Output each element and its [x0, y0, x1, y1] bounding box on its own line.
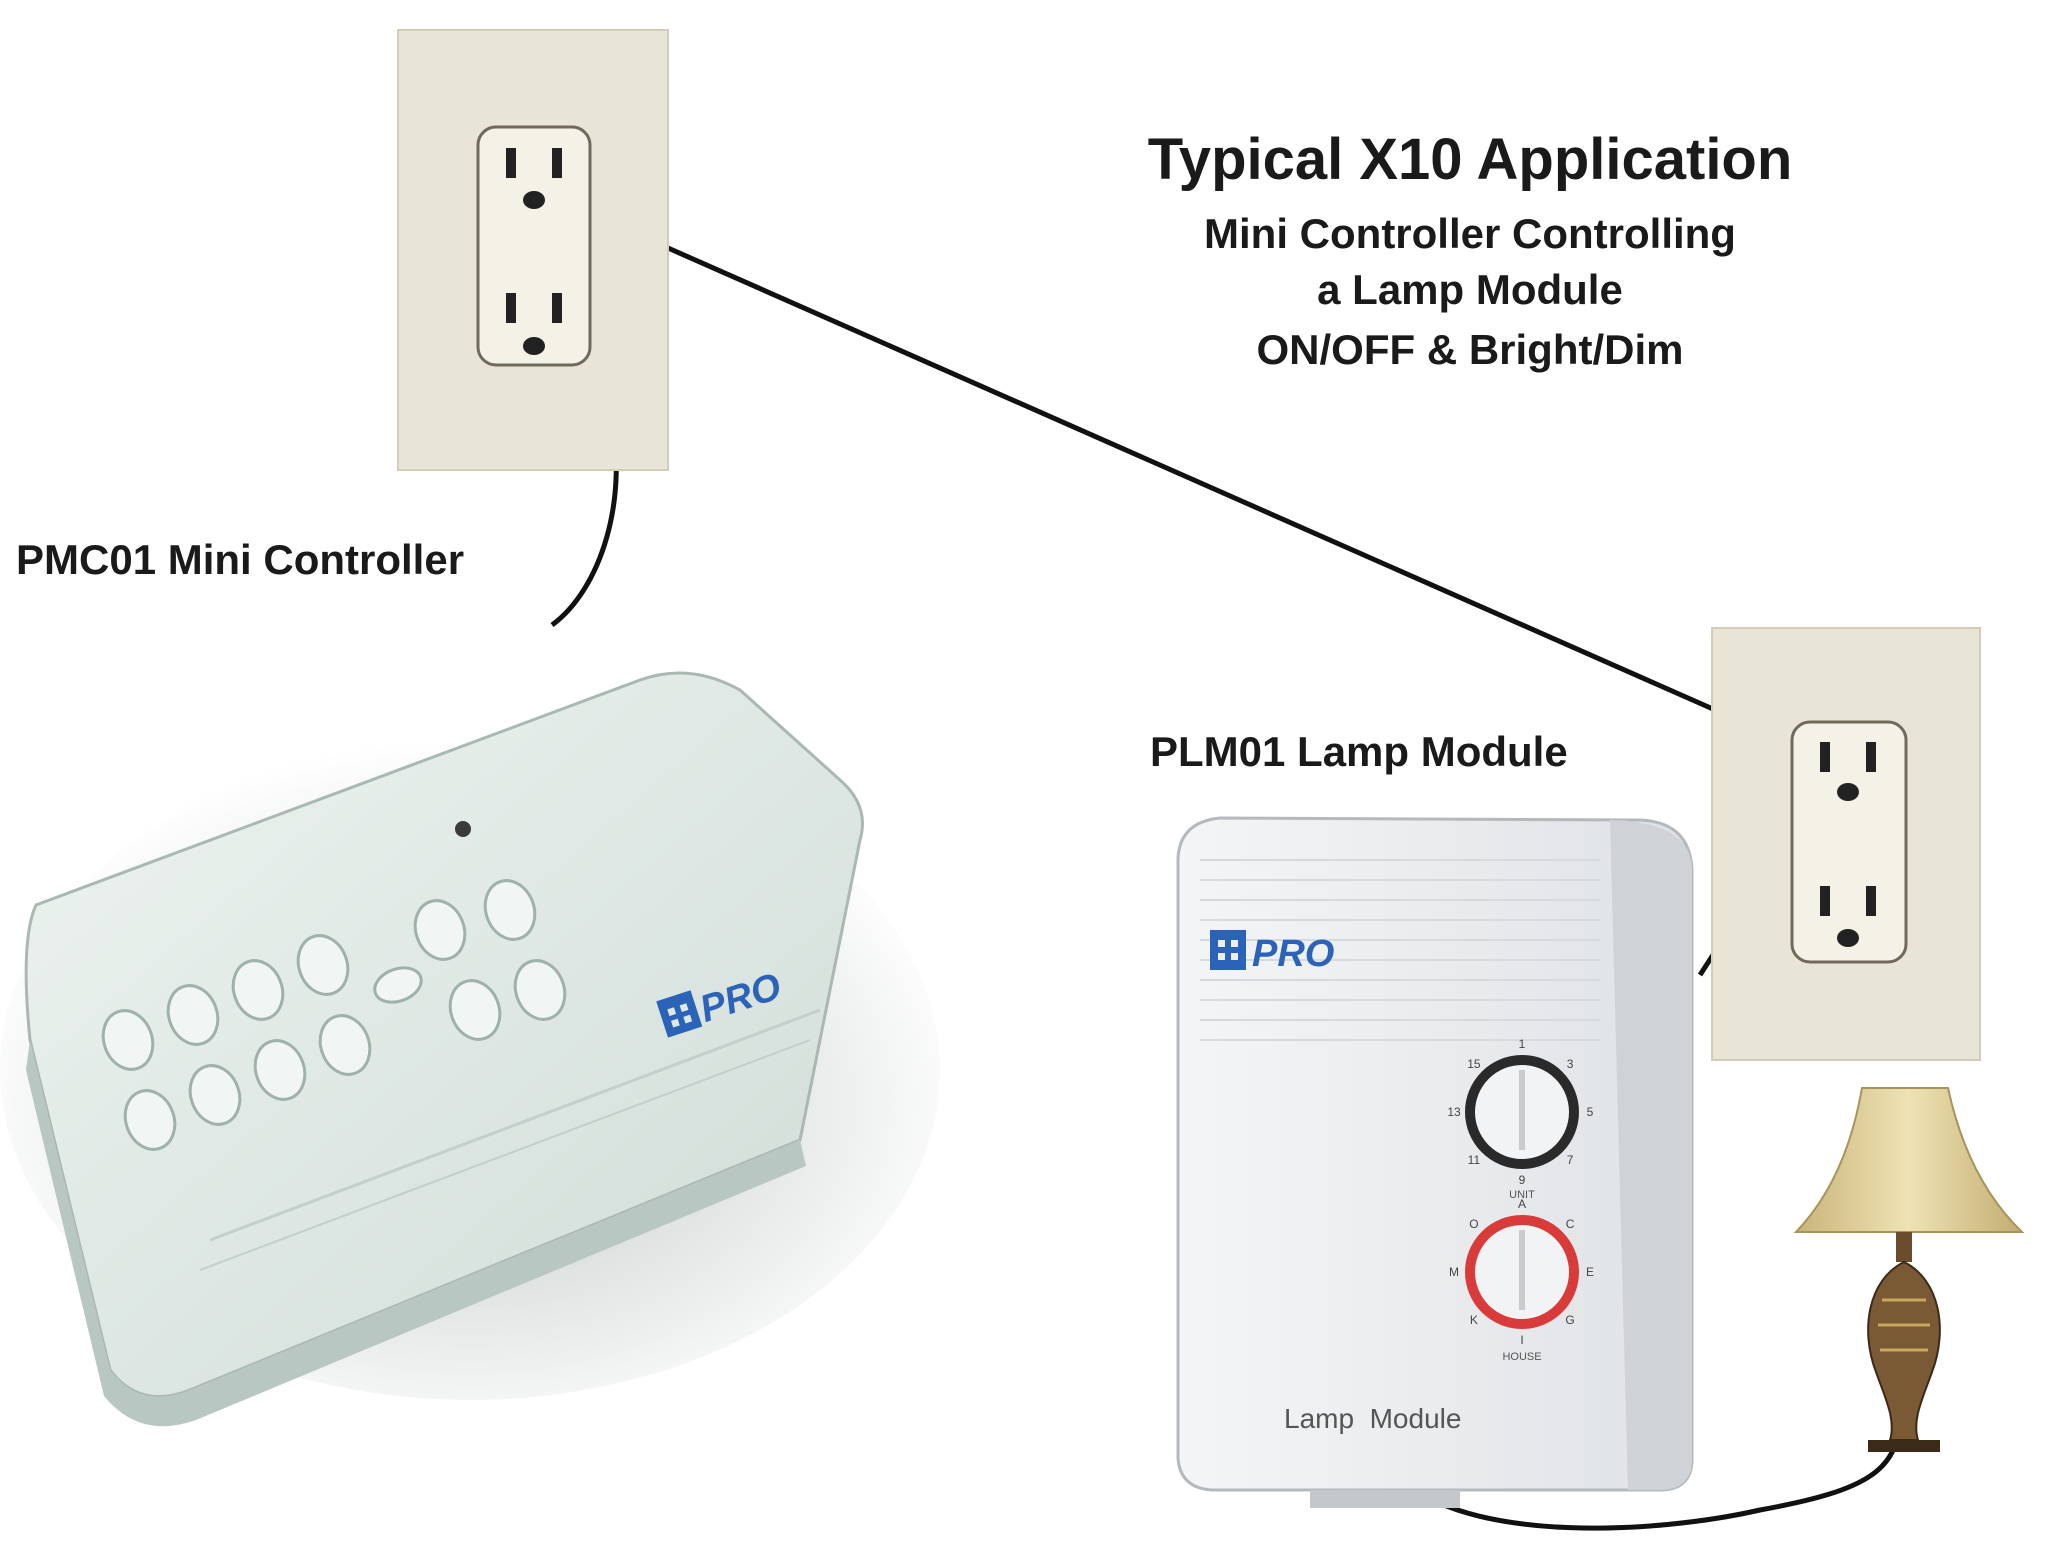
controller-label: PMC01 Mini Controller — [16, 536, 465, 583]
module-vent-lines — [1200, 859, 1600, 1041]
house-code-dial: A C E G I K M O HOUSE — [1449, 1197, 1594, 1363]
wall-outlet-right — [1711, 627, 1981, 1061]
diagram-title: Typical X10 Application — [1147, 127, 1793, 192]
dial-label: O — [1469, 1217, 1478, 1231]
dial-label: C — [1566, 1217, 1575, 1231]
dial-label: 1 — [1519, 1037, 1526, 1051]
diagram-subtitle-line-3: ON/OFF & Bright/Dim — [1256, 326, 1684, 373]
dial-label: 11 — [1468, 1153, 1481, 1167]
dial-label: M — [1449, 1265, 1459, 1279]
diagram-subtitle-line-2: a Lamp Module — [1317, 266, 1623, 313]
lamp-cord — [1408, 1411, 1903, 1531]
table-lamp — [1793, 1087, 2025, 1452]
dial-label: K — [1470, 1313, 1478, 1327]
dial-label: 7 — [1567, 1153, 1574, 1167]
dial-label: 9 — [1519, 1173, 1526, 1187]
mini-controller-device: PRO — [0, 671, 940, 1427]
dial-label: I — [1520, 1333, 1523, 1347]
wall-outlet-top — [397, 29, 669, 471]
dial-label: A — [1518, 1197, 1526, 1211]
module-pro-logo: PRO — [1210, 930, 1334, 975]
module-face-text: Lamp Module — [1284, 1403, 1461, 1434]
dial-label: 13 — [1447, 1105, 1461, 1119]
controller-buttons — [101, 879, 567, 1151]
dial-label: 15 — [1467, 1057, 1481, 1071]
lamp-module-label: PLM01 Lamp Module — [1150, 728, 1568, 775]
dial-label: 3 — [1567, 1057, 1574, 1071]
diagram-subtitle-line-1: Mini Controller Controlling — [1204, 210, 1736, 257]
module-brand-text: PRO — [1252, 933, 1334, 975]
house-dial-caption: HOUSE — [1502, 1351, 1541, 1363]
powerline-connection-line — [666, 245, 1724, 716]
house-dial-labels: A C E G I K M O — [1449, 1197, 1594, 1347]
dial-label: E — [1586, 1265, 1594, 1279]
unit-dial-caption: UNIT — [1509, 1189, 1535, 1201]
dial-label: 5 — [1587, 1105, 1594, 1119]
dial-label: G — [1565, 1313, 1574, 1327]
